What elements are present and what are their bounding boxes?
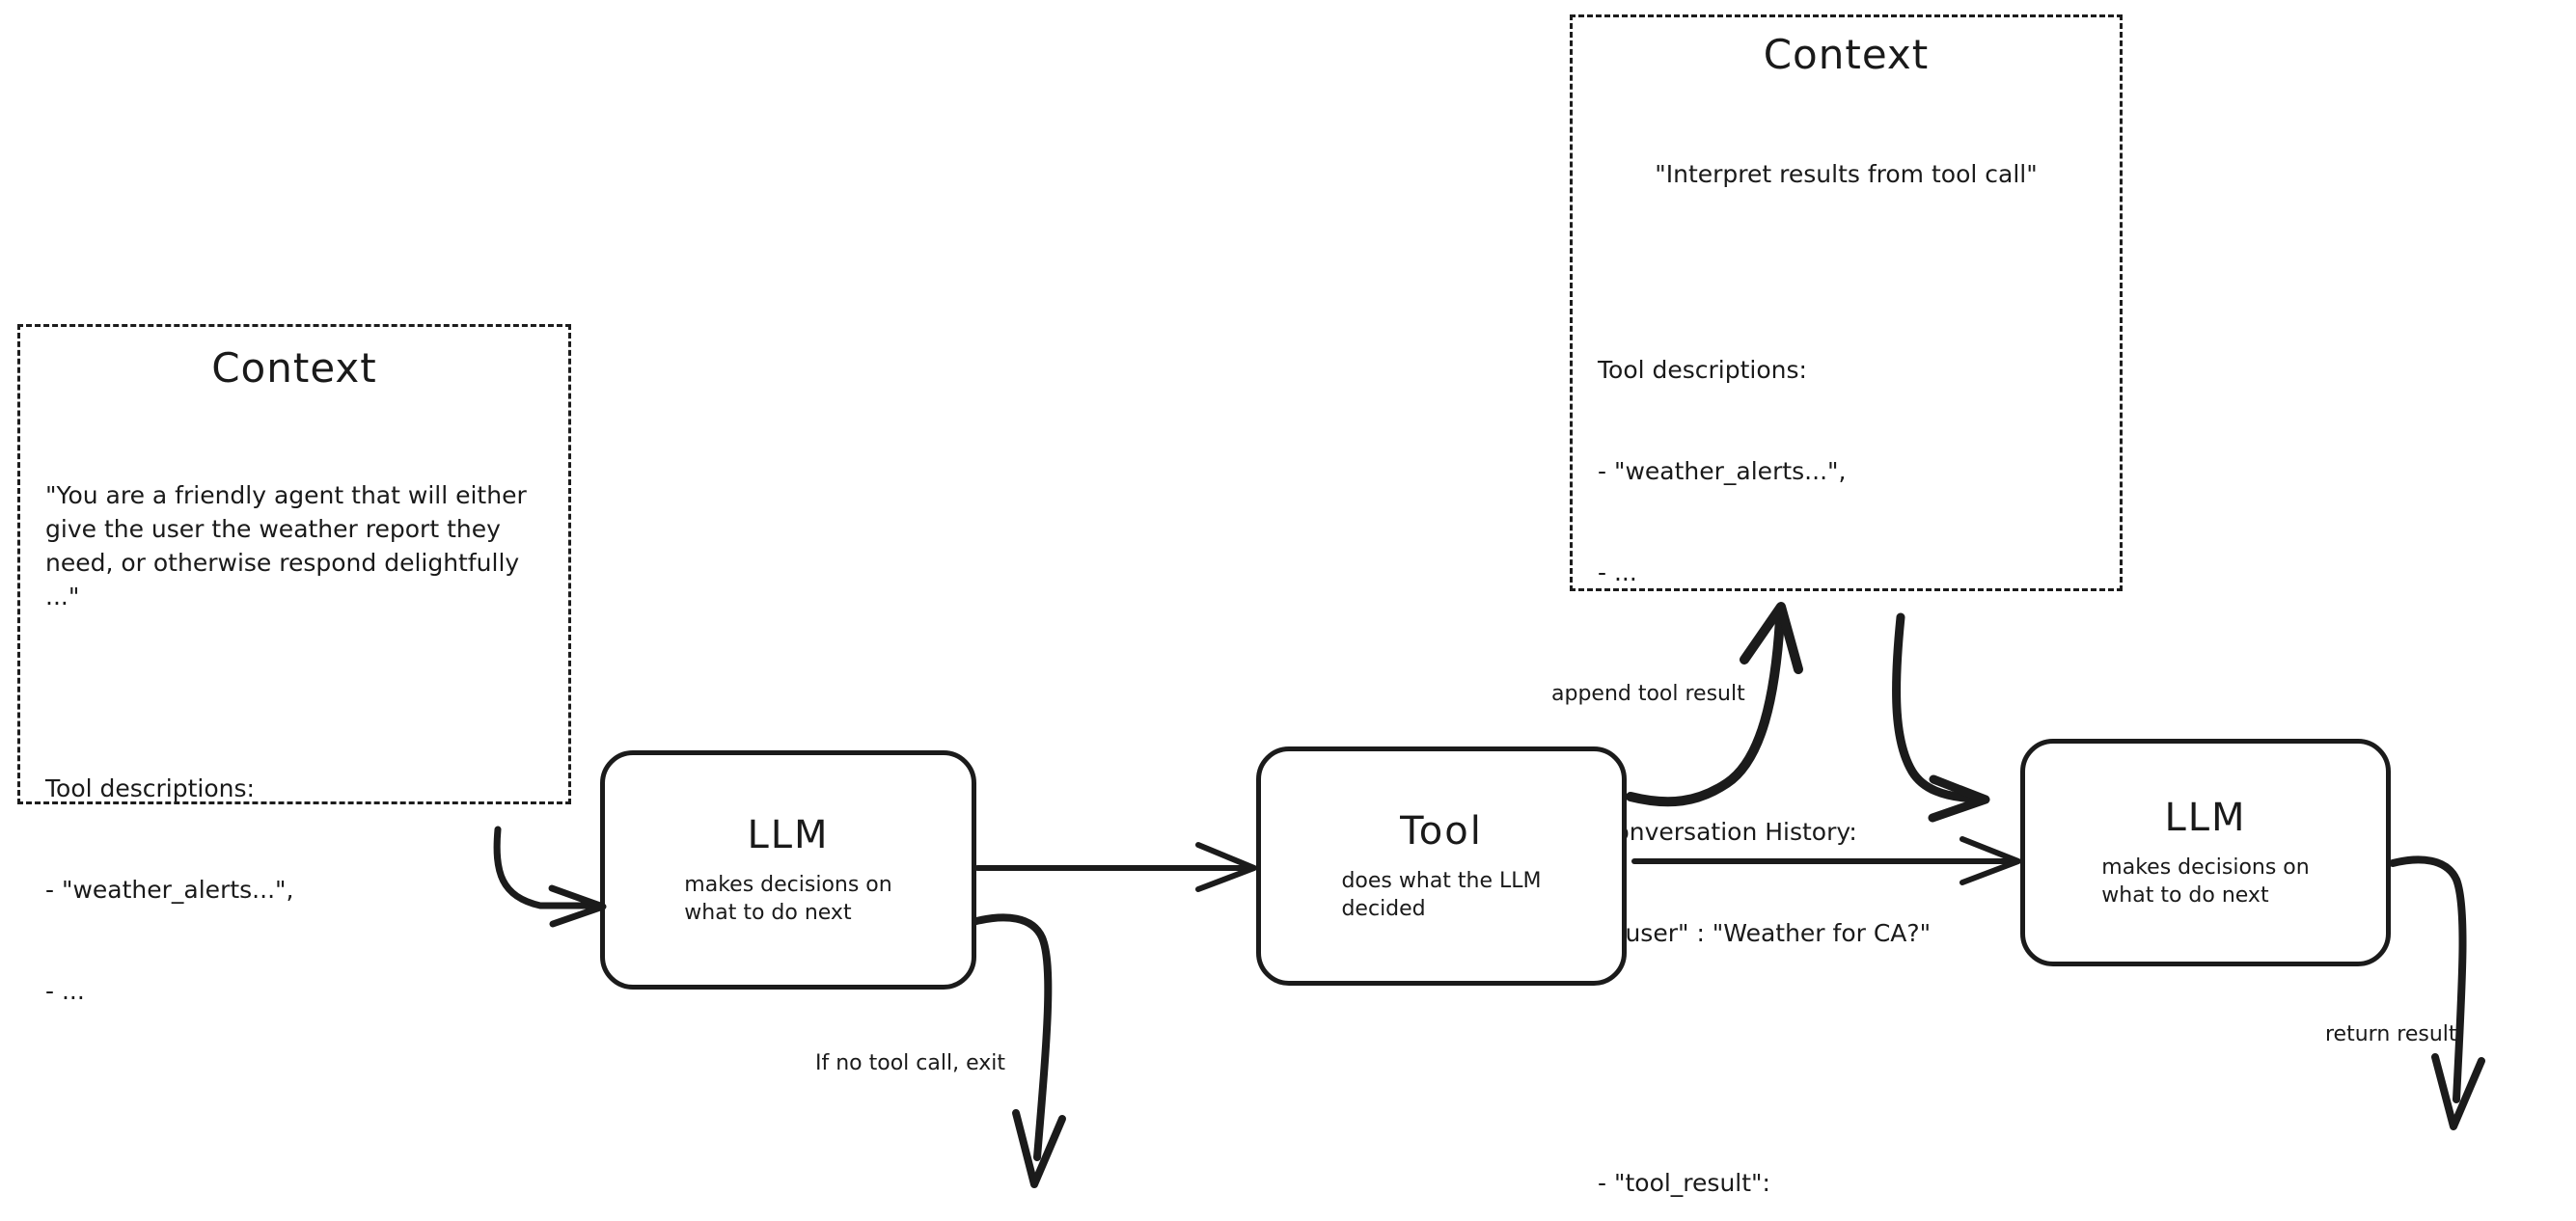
arrow-return-result	[2389, 855, 2485, 1130]
context-right-conversation-item-1: - "user" : "Weather for CA?"	[1598, 919, 1932, 947]
context-right-tool-result: - "tool_result": { "state": "CA", [ { "r…	[1598, 1099, 2095, 1221]
context-box-left: Context "You are a friendly agent that w…	[17, 324, 571, 1005]
node-llm-left-title: LLM	[747, 812, 830, 857]
context-left-title: Context	[211, 344, 377, 392]
context-box-right: Context "Interpret results from tool cal…	[1570, 14, 2123, 1197]
edge-label-if-no-tool-call-exit: If no tool call, exit	[815, 1051, 1005, 1075]
context-left-tool-descriptions-item-1: - "weather_alerts...",	[45, 876, 294, 904]
context-right-tool-descriptions-item-1: - "weather_alerts...",	[1598, 457, 1847, 485]
context-left-body: "You are a friendly agent that will eith…	[45, 411, 543, 1221]
context-right-tool-descriptions: Tool descriptions: - "weather_alerts..."…	[1598, 285, 2095, 657]
node-tool-subtitle: does what the LLM decided	[1341, 868, 1542, 921]
context-right-system-prompt: "Interpret results from tool call"	[1655, 160, 2038, 188]
context-left-tool-descriptions: Tool descriptions: - "weather_alerts..."…	[45, 704, 543, 1075]
context-left-system-prompt: "You are a friendly agent that will eith…	[45, 481, 534, 610]
context-left-conversation-history: Conversation History: - "user" : "Weathe…	[45, 1166, 543, 1221]
node-llm-right-title: LLM	[2164, 795, 2247, 840]
edge-label-append-tool-result: append tool result	[1551, 682, 1745, 706]
node-tool[interactable]: Tool does what the LLM decided	[1256, 746, 1627, 986]
context-right-tool-result-header: - "tool_result":	[1598, 1169, 1770, 1197]
node-llm-right-subtitle: makes decisions on what to do next	[2101, 855, 2310, 908]
context-right-tool-descriptions-header: Tool descriptions:	[1598, 356, 1807, 384]
context-left-tool-descriptions-item-2: - ...	[45, 977, 85, 1005]
node-llm-left[interactable]: LLM makes decisions on what to do next	[600, 750, 976, 990]
context-right-body: "Interpret results from tool call" Tool …	[1598, 90, 2095, 1221]
context-right-title: Context	[1763, 31, 1930, 78]
context-left-tool-descriptions-header: Tool descriptions:	[45, 774, 255, 802]
node-tool-title: Tool	[1400, 808, 1483, 854]
context-right-conversation-history: Conversation History: - "user" : "Weathe…	[1598, 747, 2095, 1018]
arrow-llm-left-to-tool	[974, 842, 1257, 892]
context-right-tool-descriptions-item-2: - ...	[1598, 558, 1637, 586]
node-llm-left-subtitle: makes decisions on what to do next	[684, 872, 892, 925]
edge-label-return-result: return result	[2325, 1022, 2457, 1046]
node-llm-right[interactable]: LLM makes decisions on what to do next	[2020, 739, 2391, 966]
